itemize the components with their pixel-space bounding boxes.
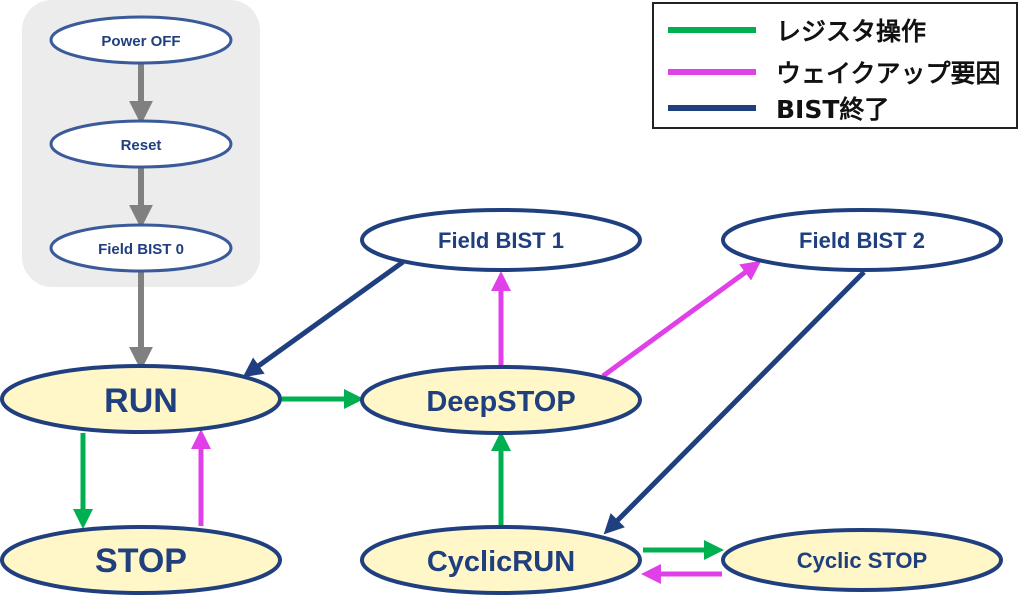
node-deepstop: DeepSTOP [360, 365, 642, 435]
node-label-stop: STOP [95, 542, 187, 580]
node-reset: Reset [49, 119, 233, 169]
node-field-bist-1: Field BIST 1 [360, 208, 642, 272]
edge-field-bist-2-to-cyclicrun [603, 270, 866, 535]
node-power-off: Power OFF [49, 15, 233, 65]
node-label-cyclicrun: CyclicRUN [427, 546, 575, 578]
node-label-field-bist-2: Field BIST 2 [799, 228, 925, 253]
legend-label-register-op: レジスタ操作 [776, 17, 927, 46]
edge-deepstop-to-field-bist-2 [601, 260, 762, 379]
node-label-cyclic-stop: Cyclic STOP [797, 548, 927, 573]
node-label-field-bist-1: Field BIST 1 [438, 228, 564, 253]
node-cyclic-stop: Cyclic STOP [721, 528, 1003, 592]
legend-item-register-op: レジスタ操作 [668, 12, 926, 48]
legend-swatch-green [668, 27, 756, 33]
legend: レジスタ操作 ウェイクアップ要因 BIST終了 [652, 2, 1018, 129]
legend-swatch-pink [668, 69, 756, 75]
legend-label-wakeup: ウェイクアップ要因 [776, 59, 1001, 88]
edge-field-bist-1-to-run [242, 259, 405, 378]
node-stop: STOP [0, 525, 282, 595]
node-run: RUN [0, 364, 282, 434]
node-field-bist-2: Field BIST 2 [721, 208, 1003, 272]
legend-label-bist-end: BIST終了 [776, 95, 890, 124]
node-label-run: RUN [104, 382, 178, 420]
node-label-reset: Reset [121, 137, 162, 154]
node-label-field-bist-0: Field BIST 0 [98, 241, 184, 258]
node-label-deepstop: DeepSTOP [426, 386, 575, 418]
legend-swatch-blue [668, 105, 756, 111]
legend-item-wakeup: ウェイクアップ要因 [668, 54, 1001, 90]
legend-item-bist-end: BIST終了 [668, 90, 889, 126]
node-cyclicrun: CyclicRUN [360, 525, 642, 595]
node-field-bist-0: Field BIST 0 [49, 223, 233, 273]
edges [73, 63, 866, 584]
node-label-power-off: Power OFF [101, 33, 180, 50]
